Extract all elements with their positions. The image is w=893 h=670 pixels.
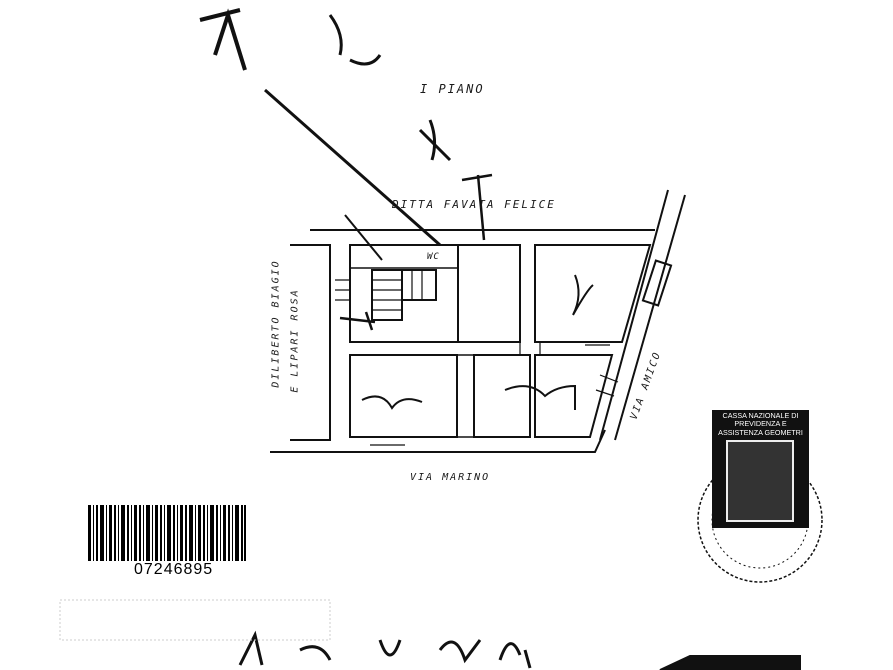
street-edge xyxy=(614,194,686,441)
handwritten-signature xyxy=(199,8,247,71)
west-owner-line1: DILIBERTO BIAGIO xyxy=(270,259,282,388)
stair-flight xyxy=(401,269,437,301)
stair-flight xyxy=(371,269,403,321)
halftone-area xyxy=(59,599,331,641)
balcony xyxy=(641,259,673,307)
street-south-label: VIA MARINO xyxy=(410,472,491,483)
handwritten-signature xyxy=(238,630,532,669)
room-northeast xyxy=(534,244,652,343)
stamp-text: CASSA NAZIONALE DI PREVIDENZA E ASSISTEN… xyxy=(718,411,803,437)
scribble xyxy=(572,274,594,316)
street-edge xyxy=(599,189,669,441)
west-owner-line2: E LIPARI ROSA xyxy=(289,288,301,393)
floor-label: I PIANO xyxy=(420,82,485,96)
room-southwest xyxy=(349,354,458,438)
stamp-portrait xyxy=(726,440,794,522)
stamp-fragment xyxy=(659,655,801,670)
handwritten-mark xyxy=(344,214,383,261)
room-stairwell xyxy=(349,244,459,343)
handwritten-signature xyxy=(328,14,382,66)
room-corridor xyxy=(457,244,521,343)
barcode xyxy=(88,505,246,561)
scribble xyxy=(361,395,423,410)
handwritten-mark xyxy=(461,173,493,241)
room-southeast xyxy=(534,354,614,438)
handwritten-arrow xyxy=(264,88,441,247)
stair-treads xyxy=(372,270,423,311)
handwritten-signature xyxy=(418,119,452,162)
room-southcentre xyxy=(473,354,531,438)
wall-outline xyxy=(290,244,331,441)
owner-label: DITTA FAVATA FELICE xyxy=(392,198,556,211)
handwritten-mark xyxy=(339,311,376,331)
revenue-stamp: CASSA NAZIONALE DI PREVIDENZA E ASSISTEN… xyxy=(712,410,809,528)
scribble xyxy=(504,384,576,410)
wc-label: WC xyxy=(427,252,440,262)
barcode-number: 07246895 xyxy=(134,561,214,578)
